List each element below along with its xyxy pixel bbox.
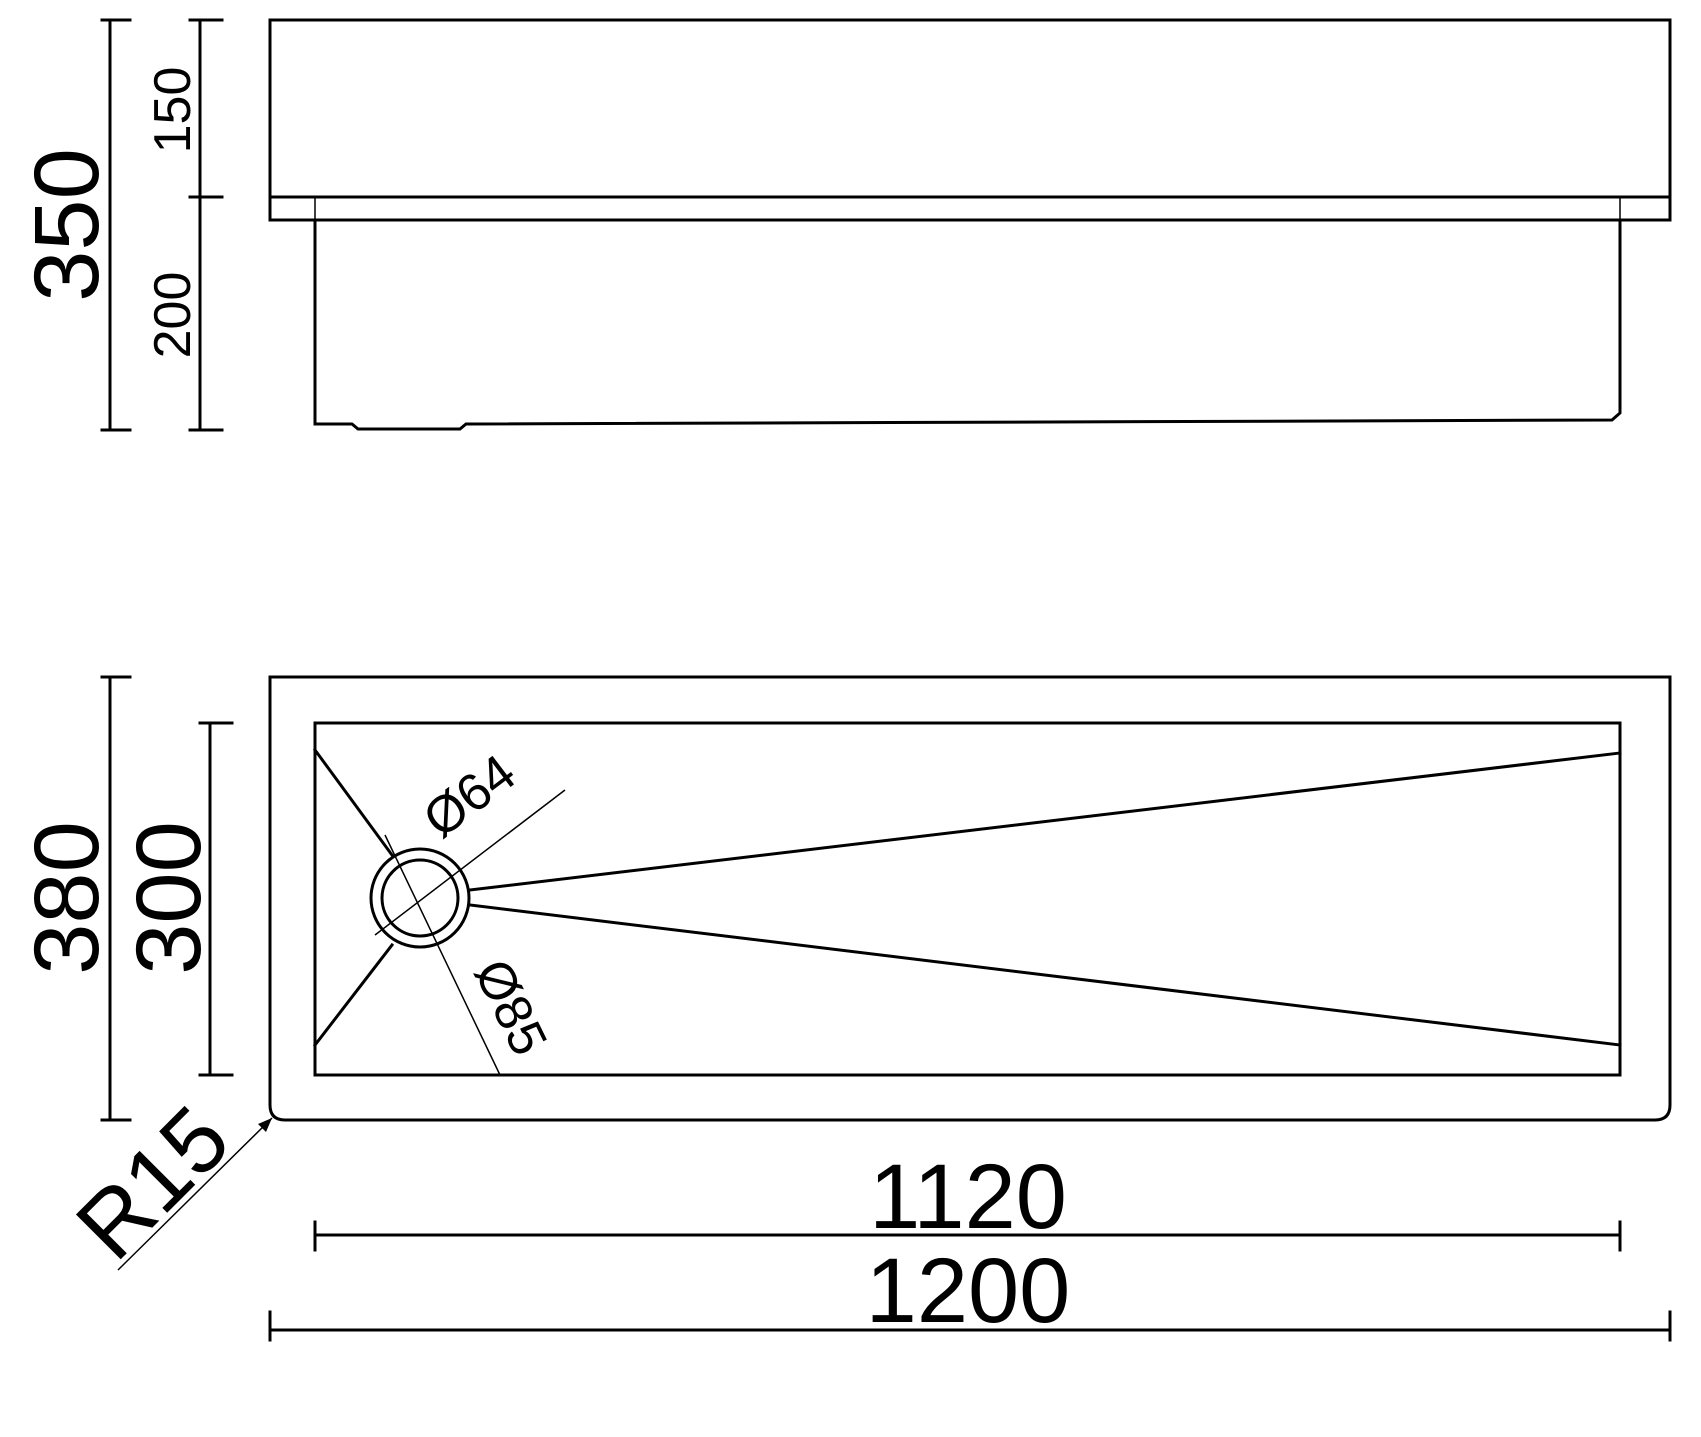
side-view-rim — [268, 195, 1672, 222]
dimension-line-350 — [100, 18, 132, 432]
dimension-line-380 — [100, 675, 132, 1122]
radius-leader-line — [117, 1117, 273, 1271]
drain-guide-upper-left — [312, 747, 395, 858]
dimension-350-label: 350 — [16, 148, 118, 302]
drain-diameter-85-label: Ø85 — [463, 951, 558, 1065]
side-view-basin — [313, 218, 1622, 431]
top-view-outer-outline — [268, 675, 1672, 1122]
drain-diameter-leader-85 — [384, 834, 501, 1076]
drain-guide-lower-left — [312, 942, 395, 1048]
drain-outer-ring — [369, 847, 471, 949]
dimension-380-label: 380 — [16, 821, 118, 975]
drain-diameter-64-label: Ø64 — [413, 744, 526, 849]
slope-line-lower — [468, 903, 1622, 1047]
top-view-inner-basin — [313, 721, 1622, 1077]
side-view-upper-body — [268, 18, 1672, 199]
dimension-line-150-200 — [188, 18, 224, 432]
drain-diameter-leader-64 — [374, 789, 566, 936]
side-view: 350 150 200 — [16, 18, 1672, 432]
dimension-1200-label: 1200 — [866, 1240, 1071, 1342]
dimension-line-1120 — [313, 1220, 1622, 1252]
dimension-150-label: 150 — [144, 67, 202, 154]
slope-line-upper — [468, 751, 1622, 892]
dimension-300-label: 300 — [118, 821, 220, 975]
dimension-line-1200 — [268, 1310, 1672, 1342]
drain-inner-ring — [380, 858, 460, 938]
top-view: Ø64 Ø85 380 300 R15 1120 — [16, 675, 1672, 1342]
radius-r15-label: R15 — [57, 1087, 248, 1278]
dimension-line-300 — [198, 721, 234, 1077]
radius-arrowhead — [258, 1118, 272, 1132]
dimension-1120-label: 1120 — [869, 1146, 1067, 1248]
dimension-200-label: 200 — [144, 272, 202, 359]
